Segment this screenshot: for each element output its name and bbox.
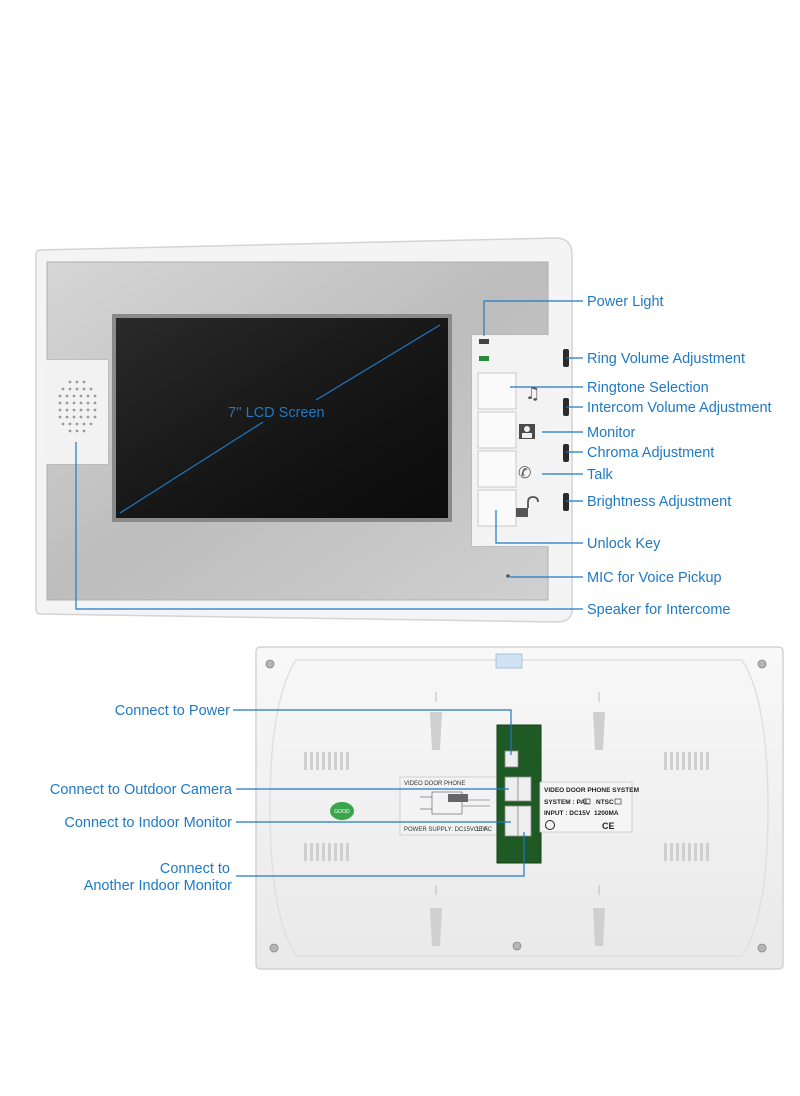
back-recess — [269, 659, 769, 957]
monitor-button[interactable] — [477, 411, 517, 449]
product-label-ce: CE — [602, 821, 615, 831]
outdoor-camera-connector-b[interactable] — [517, 776, 532, 802]
callout-connect-outdoor-camera: Connect to Outdoor Camera — [50, 782, 233, 798]
monitor-icon — [519, 424, 535, 439]
front-callouts: Power Light Ring Volume Adjustment Ringt… — [587, 294, 772, 618]
screw-icon — [269, 943, 279, 953]
ntsc-checkbox — [614, 798, 622, 805]
callout-brightness: Brightness Adjustment — [587, 494, 731, 510]
speaker-strip — [47, 360, 108, 464]
music-note-icon: ♫ — [525, 384, 540, 404]
small-label-title: VIDEO DOOR PHONE — [404, 781, 465, 787]
connectors — [504, 750, 532, 837]
callout-chroma: Chroma Adjustment — [587, 445, 714, 461]
back-monitor: GOOD VIDEO DOOR PHONE POWER SUPPLY: DC15… — [255, 646, 784, 970]
phone-handset-icon: ✆ — [518, 463, 531, 482]
another-monitor-connector[interactable] — [517, 805, 532, 837]
lcd-screen-label: 7'' LCD Screen — [228, 405, 325, 421]
callout-speaker: Speaker for Intercome — [587, 602, 730, 618]
back-screws — [265, 659, 767, 953]
product-label — [539, 781, 633, 833]
terminal-block — [448, 794, 468, 802]
power-led — [479, 339, 489, 344]
callout-unlock-key: Unlock Key — [587, 536, 661, 552]
top-tab — [495, 653, 523, 669]
speaker-grille — [58, 380, 97, 433]
status-led — [479, 356, 489, 361]
screen-diagonal-lower — [119, 421, 264, 514]
product-label-system: SYSTEM : PAL — [544, 799, 589, 806]
back-callouts: Connect to Power Connect to Outdoor Came… — [50, 703, 233, 894]
small-label-power: POWER SUPPLY: DC15V 1.0A — [404, 827, 488, 833]
callout-talk: Talk — [587, 467, 614, 483]
lcd-screen — [116, 318, 448, 518]
product-label-input: INPUT : DC15V — [544, 810, 591, 817]
callout-connect-to: Connect to — [160, 861, 230, 877]
screw-icon — [512, 941, 522, 951]
callout-intercom-volume: Intercom Volume Adjustment — [587, 400, 772, 416]
screw-icon — [265, 659, 275, 669]
indoor-monitor-connector[interactable] — [504, 805, 519, 837]
mounting-slots — [430, 712, 605, 946]
talk-button[interactable] — [477, 450, 517, 488]
qc-sticker-text: GOOD — [334, 809, 350, 815]
ringtone-button[interactable] — [477, 372, 517, 410]
callout-connect-indoor-monitor: Connect to Indoor Monitor — [64, 815, 232, 831]
screw-icon — [757, 659, 767, 669]
pal-checkbox — [583, 798, 591, 805]
screw-icon — [757, 943, 767, 953]
callout-another-indoor-monitor: Another Indoor Monitor — [84, 878, 232, 894]
unlock-icon — [516, 496, 539, 517]
front-buttons — [477, 372, 517, 527]
wiring-diagram — [420, 791, 490, 815]
callout-connect-power: Connect to Power — [115, 703, 230, 719]
screen-diagonal-upper — [315, 324, 441, 401]
qc-sticker — [330, 802, 354, 820]
callout-ringtone-selection: Ringtone Selection — [587, 380, 709, 396]
front-monitor: ♫ ✆ — [35, 237, 573, 623]
callout-power-light: Power Light — [587, 294, 664, 310]
brightness-knob[interactable] — [563, 493, 569, 511]
mic-hole — [506, 574, 510, 578]
small-label-ce: CE FC — [474, 827, 493, 833]
product-label-title: VIDEO DOOR PHONE SYSTEM — [544, 787, 639, 794]
product-label-ntsc: NTSC — [596, 799, 614, 806]
vents — [304, 752, 709, 861]
callout-ring-volume: Ring Volume Adjustment — [587, 351, 745, 367]
front-leader-lines — [75, 300, 583, 610]
chroma-knob[interactable] — [563, 444, 569, 462]
callout-mic: MIC for Voice Pickup — [587, 570, 722, 586]
callout-monitor: Monitor — [587, 425, 636, 441]
back-leader-lines — [233, 709, 525, 877]
mounting-slot-tops — [435, 692, 600, 895]
unlock-button[interactable] — [477, 489, 517, 527]
compliance-icon — [545, 820, 555, 830]
product-label-current: 1200MA — [594, 810, 619, 817]
